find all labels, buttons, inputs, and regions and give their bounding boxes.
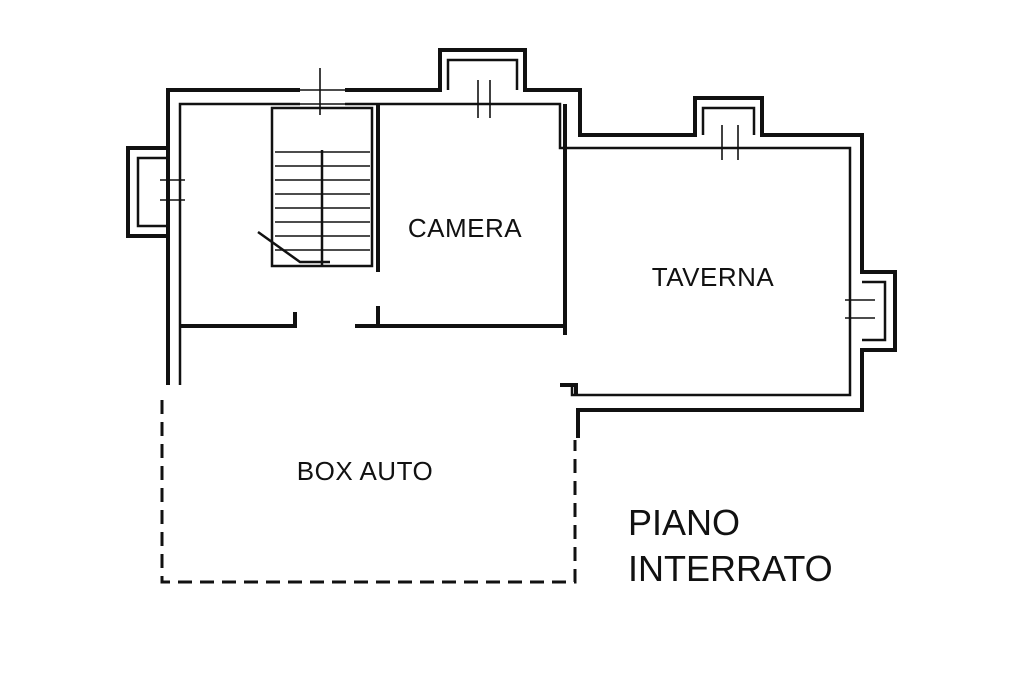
window-bay-right-inner [862,280,887,342]
partition-horizontal-left [180,312,297,328]
stair-arrow [257,230,330,264]
partition-horizontal-right [355,306,565,328]
box-auto-dashed-outline [160,400,577,584]
window-bay-top-camera [446,58,519,90]
floor-label-line1: PIANO [628,502,740,543]
room-label-camera: CAMERA [408,213,522,243]
room-label-taverna: TAVERNA [652,262,775,292]
window-bay-top-taverna [701,106,756,135]
taverna-door-jamb [560,383,578,395]
window-bay-left [126,146,168,238]
window-marks [160,68,875,319]
stair-treads [275,151,370,251]
walls [126,48,897,584]
outer-wall-inner-line [178,102,852,397]
room-label-box-auto: BOX AUTO [297,456,433,486]
outer-wall-outer-line [166,48,897,438]
staircase [257,106,374,268]
window-bay-left-inner [136,156,168,228]
floor-label-line2: INTERRATO [628,548,833,589]
